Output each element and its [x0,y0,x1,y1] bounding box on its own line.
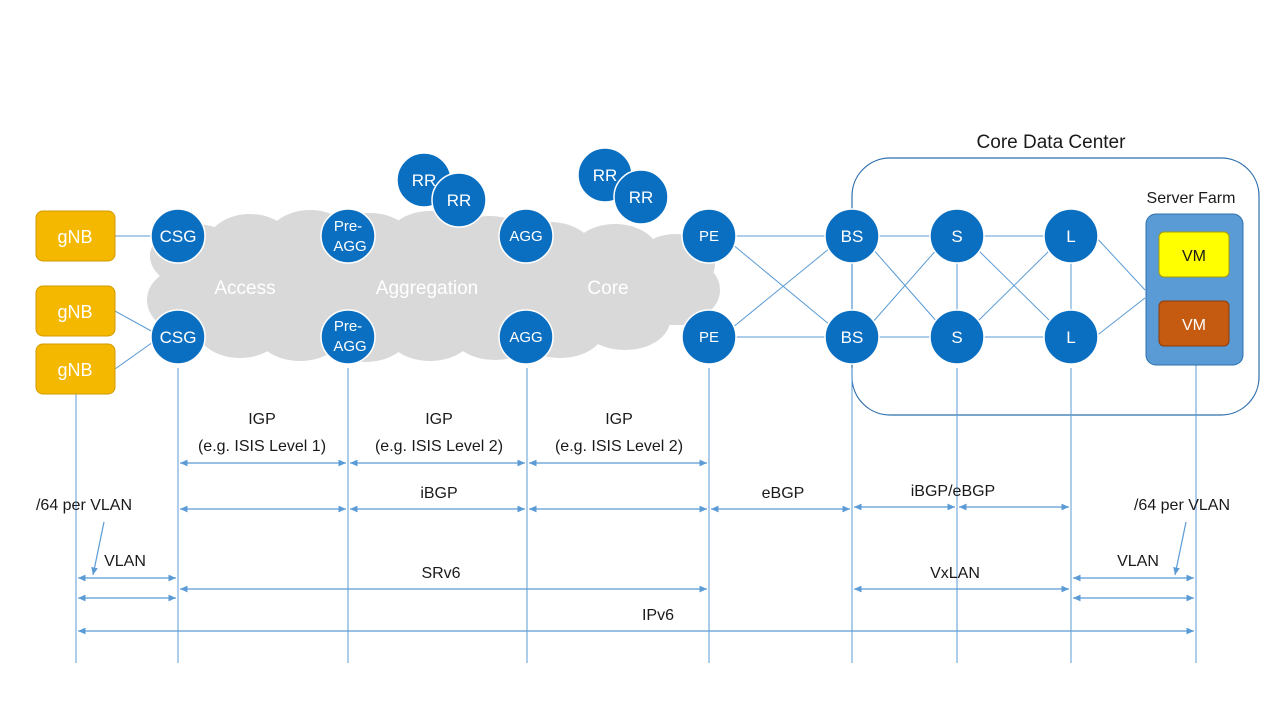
node-agg-top: AGG [498,208,554,264]
node-pe-bottom: PE [681,309,737,365]
srv6-label: SRv6 [421,565,460,582]
per-vlan-right-label: /64 per VLAN [1134,497,1230,514]
cloud-label-aggregation: Aggregation [376,278,478,299]
vm-orange: VM [1158,300,1230,347]
gnb-top: gNB [35,210,116,262]
per-vlan-left-label: /64 per VLAN [36,497,132,514]
gnb-bottom-label: gNB [57,360,92,380]
node-pre-agg-top: Pre- AGG [320,208,376,264]
node-agg-top-label: AGG [509,228,542,245]
vm-yellow-label: VM [1182,248,1206,265]
node-leaf-bottom: L [1043,309,1099,365]
node-leaf-bottom-label: L [1066,328,1075,347]
igp1-line2: (e.g. ISIS Level 1) [198,438,326,455]
ibgp-ebgp-label: iBGP/eBGP [911,483,995,500]
vm-orange-label: VM [1182,317,1206,334]
node-csg-top: CSG [150,208,206,264]
gnb-top-label: gNB [57,227,92,247]
ipv6-label: IPv6 [642,607,674,624]
node-bs-top: BS [824,208,880,264]
rr-1a-label: RR [412,171,437,190]
node-bs-bottom: BS [824,309,880,365]
node-pe-top: PE [681,208,737,264]
vlan-right-label: VLAN [1117,553,1159,570]
gnb-mid-label: gNB [57,302,92,322]
rr-2b-label: RR [629,188,654,207]
ibgp-label: iBGP [420,485,457,502]
igp2-line1: IGP [425,411,453,428]
core-data-center-title: Core Data Center [977,132,1127,153]
rr-2a-label: RR [593,166,618,185]
server-farm-title: Server Farm [1147,190,1236,207]
node-pre-agg-top-label-1: Pre- [334,218,362,235]
cloud-label-access: Access [214,278,275,299]
node-spine-top: S [929,208,985,264]
gnb-mid: gNB [35,285,116,337]
node-pe-bottom-label: PE [699,329,719,346]
vlan-left-label: VLAN [104,553,146,570]
gnb-bottom: gNB [35,343,116,395]
node-agg-bottom-label: AGG [509,329,542,346]
network-links [114,235,1146,370]
rr-1b-label: RR [447,191,472,210]
vertical-guides [75,260,1197,663]
ebgp-label: eBGP [762,485,805,502]
igp2-line2: (e.g. ISIS Level 2) [375,438,503,455]
node-spine-top-label: S [951,227,962,246]
vxlan-label: VxLAN [930,565,980,582]
route-reflector-2b: RR [613,169,669,225]
node-spine-bottom-label: S [951,328,962,347]
node-leaf-top: L [1043,208,1099,264]
igp3-line1: IGP [605,411,633,428]
cloud-label-core: Core [587,278,628,299]
igp1-line1: IGP [248,411,276,428]
span-arrows [78,459,1194,635]
node-bs-bottom-label: BS [841,328,864,347]
node-pre-agg-bottom-label-1: Pre- [334,318,362,335]
route-reflector-1b: RR [431,172,487,228]
node-pe-top-label: PE [699,228,719,245]
node-csg-bottom-label: CSG [160,328,197,347]
node-spine-bottom: S [929,309,985,365]
node-bs-top-label: BS [841,227,864,246]
node-pre-agg-top-label-2: AGG [333,238,366,255]
node-pre-agg-bottom-label-2: AGG [333,338,366,355]
node-pre-agg-bottom: Pre- AGG [320,309,376,365]
node-agg-bottom: AGG [498,309,554,365]
node-csg-top-label: CSG [160,227,197,246]
igp3-line2: (e.g. ISIS Level 2) [555,438,683,455]
node-leaf-top-label: L [1066,227,1075,246]
vm-yellow: VM [1158,231,1230,278]
node-csg-bottom: CSG [150,309,206,365]
